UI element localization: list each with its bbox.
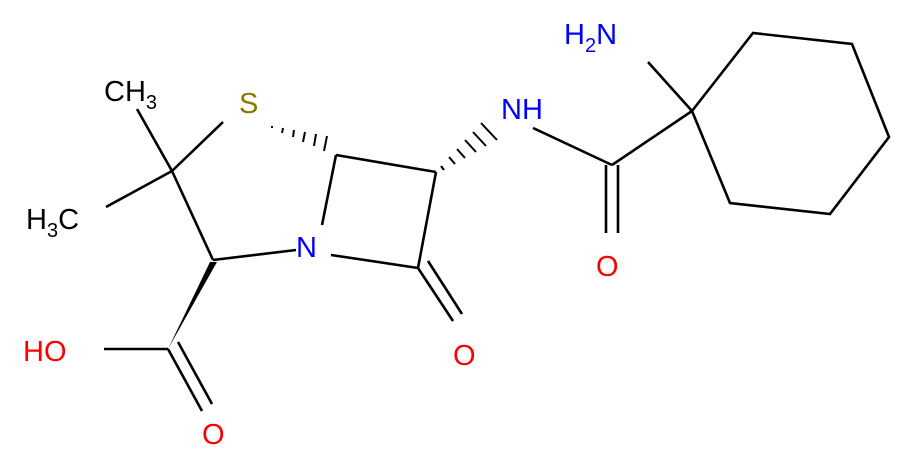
bond-nh-camide xyxy=(532,126,613,167)
cyclohexane-ring xyxy=(647,31,891,216)
hashed-wedge-c6-nh xyxy=(440,122,498,171)
methyl-label-left: H3C xyxy=(26,204,79,242)
sulfur-atom: S xyxy=(239,88,258,120)
bond-cme2-me2 xyxy=(105,169,173,209)
bond-cme2-me1 xyxy=(135,108,174,172)
oxygen-carboxyl: O xyxy=(202,419,225,451)
bold-wedge-c3-ccooh xyxy=(168,262,217,349)
oxygen-lactam: O xyxy=(453,340,476,372)
beta-lactam-ring xyxy=(330,153,464,322)
oxygen-amide: O xyxy=(596,251,619,283)
cyclohexane-bonds xyxy=(690,31,891,216)
bond-cme2-s xyxy=(171,121,224,172)
bond-camide-cq xyxy=(611,109,693,167)
thiazolidine-ring xyxy=(170,121,338,262)
bond-c5-c6 xyxy=(335,153,437,174)
nitrogen-atom-ring: N xyxy=(296,232,317,264)
nh-amide-label: NH xyxy=(501,94,543,126)
methyl-label-top: CH3 xyxy=(104,76,157,114)
bond-c7-o-b xyxy=(426,260,464,315)
bond-c7-o-a xyxy=(416,267,455,322)
hydroxyl-label: HO xyxy=(23,336,67,368)
carboxyl-group xyxy=(104,341,214,412)
bond-cq-nh2 xyxy=(647,61,693,112)
bond-c7-n xyxy=(330,253,419,270)
bond-c6-c7 xyxy=(416,171,438,269)
bond-c3-n xyxy=(212,248,297,262)
bond-n-c5 xyxy=(320,154,338,226)
bond-cme2-c3 xyxy=(170,170,215,261)
bond-ccooh-o-b xyxy=(176,341,214,405)
amino-label: H2N xyxy=(564,19,617,57)
hashed-wedge-s-c5 xyxy=(271,126,328,152)
bond-ccooh-o-a xyxy=(166,348,204,412)
amide-group xyxy=(532,109,693,233)
